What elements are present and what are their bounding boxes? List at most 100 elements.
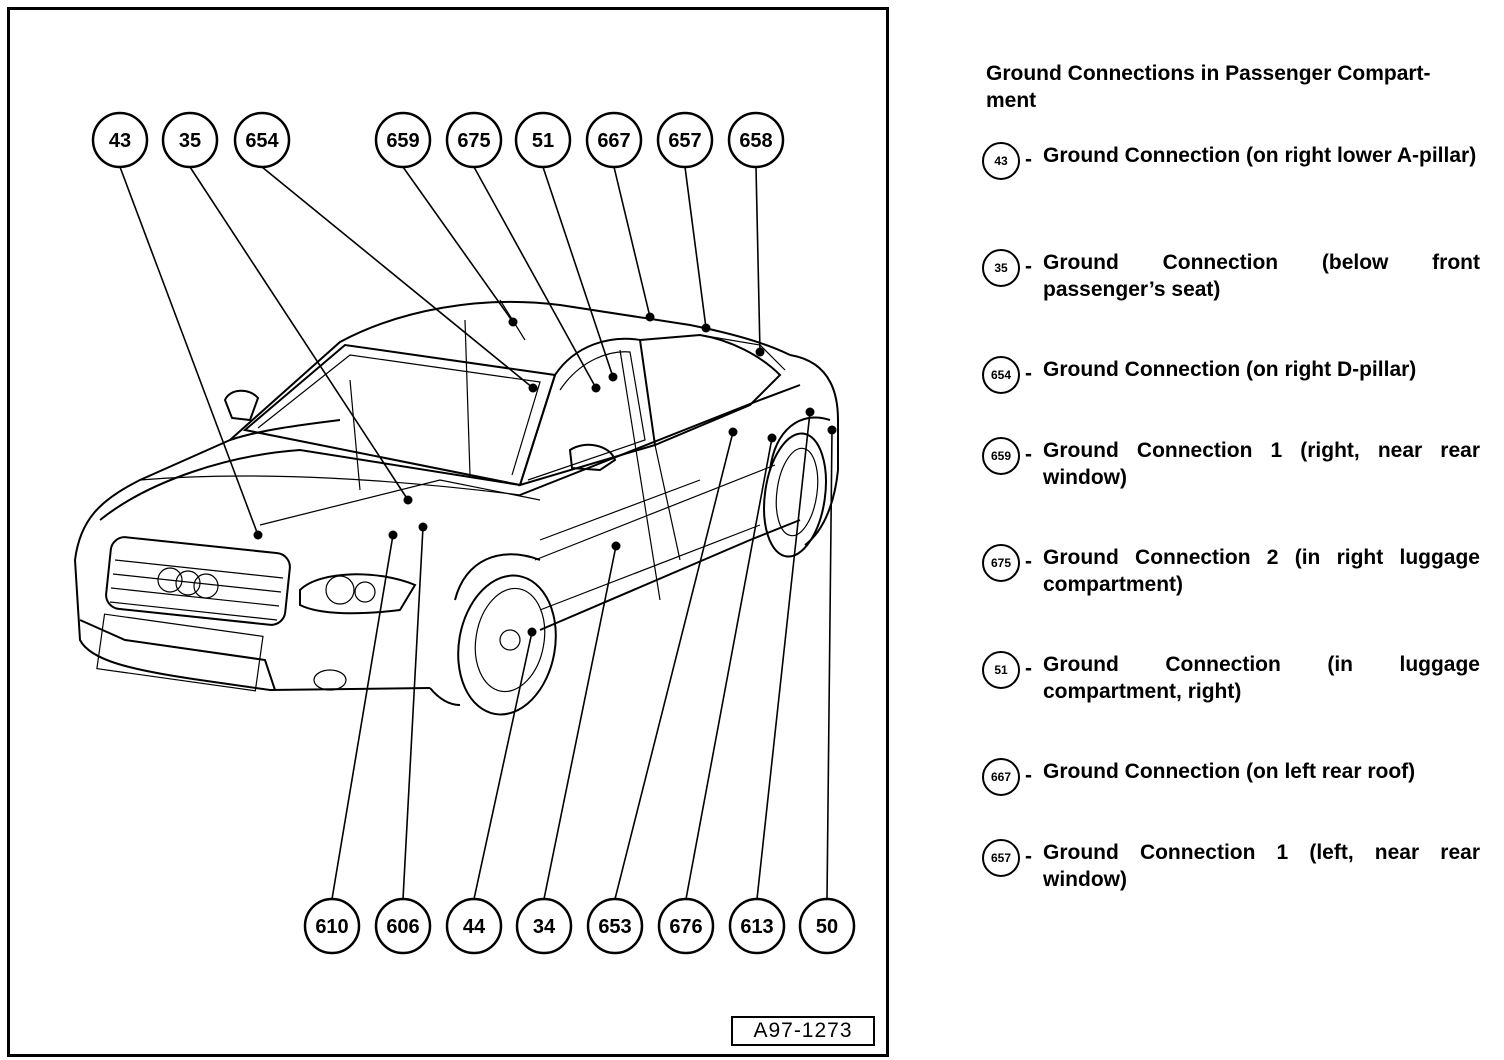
callout-top-675: 675 (445, 111, 503, 169)
leader-line (543, 545, 617, 900)
leader-line (756, 411, 811, 900)
leader-line (261, 166, 534, 389)
callout-circle (374, 897, 432, 955)
legend-number-badge: 667 (982, 758, 1020, 796)
callout-circle (374, 111, 432, 169)
figure-frame (7, 7, 889, 1057)
legend-dash: - (1025, 550, 1032, 573)
leader-line (331, 534, 394, 900)
callout-top-43: 43 (91, 111, 149, 169)
callout-number: 654 (245, 130, 279, 152)
connection-point (701, 323, 711, 333)
callout-number: 606 (386, 916, 419, 938)
legend-dash: - (1025, 148, 1032, 171)
legend-description: Ground Connection (below front passenger… (1043, 251, 1480, 301)
legend-description: Ground Connection (in luggage compartmen… (1043, 653, 1480, 703)
callout-number: 610 (315, 916, 348, 938)
connection-point (418, 522, 428, 532)
legend-title: Ground Connections in Passenger Compart-… (986, 62, 1431, 112)
legend-dash: - (1025, 362, 1032, 385)
leader-line (542, 166, 614, 378)
legend-description: Ground Connection (on right D-pillar) (1043, 358, 1417, 381)
callout-bottom-676: 676 (657, 897, 715, 955)
legend-number-badge: 675 (982, 544, 1020, 582)
leader-line (473, 166, 597, 389)
leader-line (613, 166, 651, 318)
callout-bottom-34: 34 (515, 897, 573, 955)
leader-line (755, 166, 761, 353)
legend-number-badge: 51 (982, 651, 1020, 689)
legend: Ground Connections in Passenger Compart-… (982, 60, 1480, 891)
callout-circle (91, 111, 149, 169)
callout-number: 50 (816, 916, 838, 938)
callout-circle (727, 111, 785, 169)
legend-dash: - (1025, 845, 1032, 868)
connection-point (755, 347, 765, 357)
callout-circle (657, 897, 715, 955)
legend-description: Ground Connection 1 (right, near rear wi… (1043, 439, 1480, 489)
callout-number: 613 (740, 916, 773, 938)
callout-top-667: 667 (585, 111, 643, 169)
callout-top-51: 51 (514, 111, 572, 169)
connection-point (805, 407, 815, 417)
legend-description: Ground Connection 1 (left, near rear win… (1043, 841, 1480, 891)
leader-line (684, 166, 707, 329)
connection-point (645, 312, 655, 322)
callout-circle (161, 111, 219, 169)
callout-top-659: 659 (374, 111, 432, 169)
callout-bottom-50: 50 (798, 897, 856, 955)
connection-point (403, 495, 413, 505)
callout-circle (656, 111, 714, 169)
connection-point (527, 627, 537, 637)
callout-number: 35 (179, 130, 201, 152)
callout-top-654: 654 (233, 111, 291, 169)
leader-line (826, 429, 833, 900)
leader-line (402, 526, 424, 900)
legend-number-badge: 657 (982, 839, 1020, 877)
callout-top-657: 657 (656, 111, 714, 169)
callout-number: 657 (668, 130, 701, 152)
connection-point (608, 372, 618, 382)
callout-bottom-44: 44 (445, 897, 503, 955)
leader-line (402, 166, 514, 323)
callout-number: 675 (457, 130, 490, 152)
car-outline (74, 299, 839, 716)
callout-number: 676 (669, 916, 702, 938)
callout-number: 659 (386, 130, 419, 152)
legend-number-badge: 35 (982, 249, 1020, 287)
legend-dash: - (1025, 443, 1032, 466)
connection-point (591, 383, 601, 393)
connection-point (528, 383, 538, 393)
connection-point (253, 530, 263, 540)
legend-number-badge: 659 (982, 437, 1020, 475)
legend-number-badge: 654 (982, 356, 1020, 394)
legend-dash: - (1025, 255, 1032, 278)
leader-line (473, 631, 533, 900)
callout-top-658: 658 (727, 111, 785, 169)
legend-dash: - (1025, 764, 1032, 787)
callout-circle (445, 897, 503, 955)
legend-dash: - (1025, 657, 1032, 680)
callout-top-35: 35 (161, 111, 219, 169)
leader-line (189, 166, 409, 501)
callout-circle (515, 897, 573, 955)
leader-lines (119, 166, 833, 900)
callout-number: 658 (739, 130, 772, 152)
connection-point (611, 541, 621, 551)
figure-id-label: A97-1273 (731, 1016, 875, 1046)
callout-circle (514, 111, 572, 169)
callout-circle (798, 897, 856, 955)
legend-description: Ground Connection (on right lower A-pill… (1043, 144, 1477, 167)
leader-line (119, 166, 259, 536)
callout-number: 44 (463, 916, 486, 938)
leader-line (685, 437, 773, 900)
callout-bottom-613: 613 (728, 897, 786, 955)
connection-point (767, 433, 777, 443)
connection-points (253, 312, 837, 637)
callout-circle (303, 897, 361, 955)
callout-number: 51 (532, 130, 554, 152)
callout-number: 43 (109, 130, 131, 152)
legend-description: Ground Connection (on left rear roof) (1043, 760, 1416, 783)
